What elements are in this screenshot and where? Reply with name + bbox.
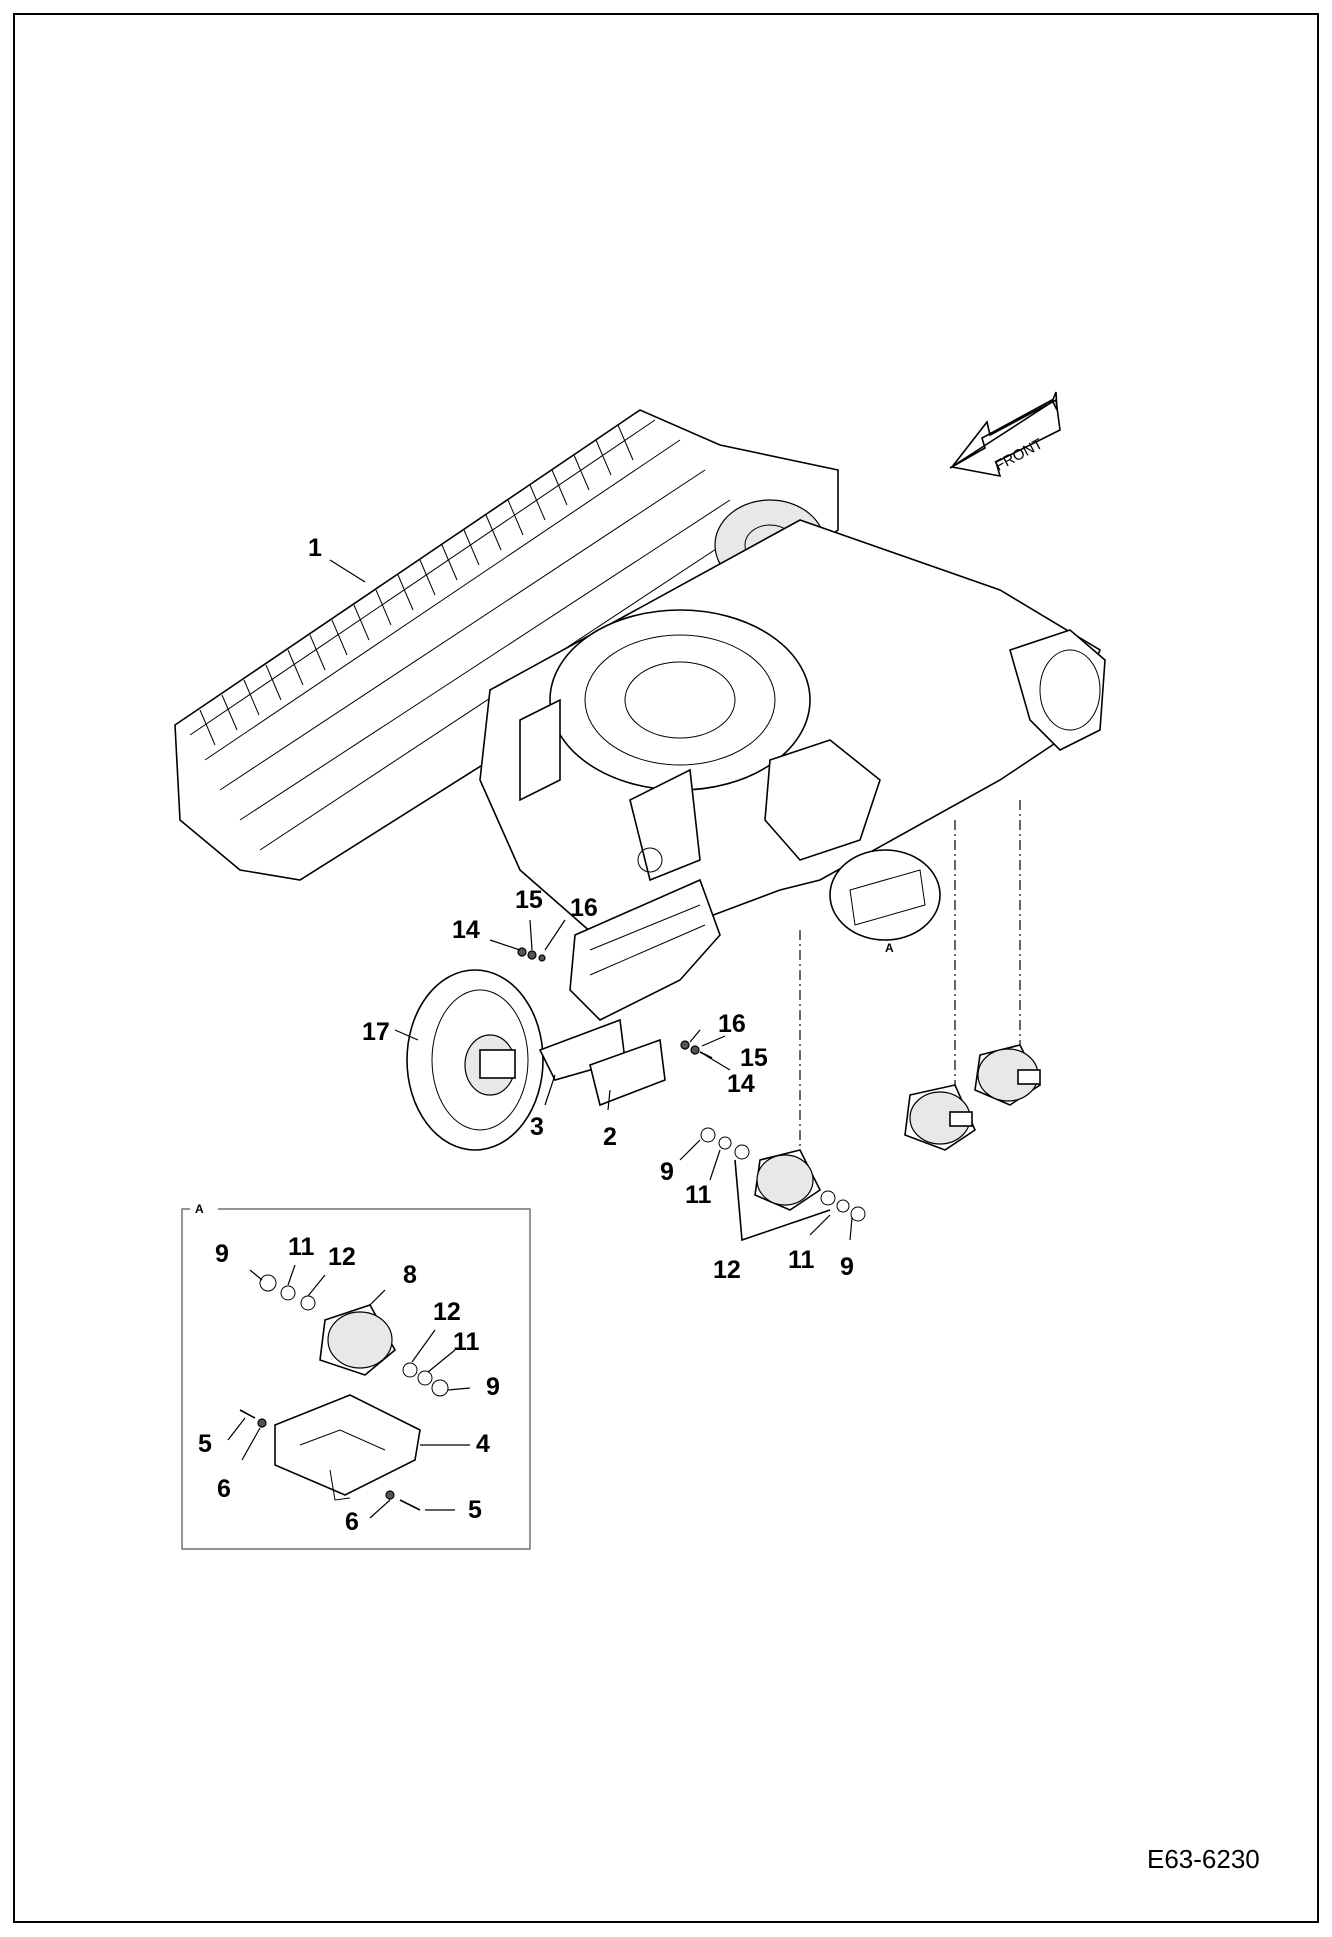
callout-12-detail-right: 12 (433, 1298, 461, 1326)
callout-bracket-12 (734, 1159, 831, 1242)
callout-1: 1 (308, 534, 322, 562)
idler-bolts-upper (517, 947, 546, 962)
front-idler (406, 969, 544, 1151)
callout-11-detail-left: 11 (288, 1233, 315, 1261)
idler-bracket-2 (589, 1038, 666, 1107)
document-number: E63-6230 (1147, 1844, 1260, 1874)
detail-ref-label: A (885, 941, 894, 955)
callout-15-lower: 15 (740, 1044, 768, 1072)
page-border (13, 13, 1319, 1923)
callout-9-main-left: 9 (660, 1158, 674, 1186)
callout-12-main: 12 (713, 1256, 741, 1284)
track-roller-b (904, 1084, 977, 1151)
callout-17: 17 (362, 1018, 390, 1046)
callout-9-detail-right: 9 (486, 1373, 500, 1401)
callout-16-lower: 16 (718, 1010, 746, 1038)
undercarriage-frame: A (479, 519, 1106, 1021)
callout-11-main-left: 11 (685, 1181, 712, 1209)
callout-5-upper: 5 (198, 1430, 212, 1458)
callout-12-detail-left: 12 (328, 1243, 356, 1271)
front-arrow: FRONT (949, 391, 1061, 478)
callouts: 1 15 16 14 17 16 15 14 3 2 9 11 12 11 9 … (198, 534, 854, 1536)
front-label: FRONT (992, 435, 1046, 474)
detail-box-label: A (195, 1202, 204, 1216)
track-roller-c (974, 1044, 1042, 1106)
callout-11-detail-right: 11 (453, 1328, 480, 1356)
callout-16-upper: 16 (570, 894, 598, 922)
callout-3: 3 (530, 1113, 544, 1141)
callout-14-lower: 14 (727, 1070, 755, 1098)
callout-6-upper: 6 (217, 1475, 231, 1503)
track-roller-a (700, 1127, 866, 1222)
callout-15-upper: 15 (515, 886, 543, 914)
callout-8: 8 (403, 1261, 417, 1289)
idler-bolts-lower (680, 1040, 713, 1059)
callout-5-lower: 5 (468, 1496, 482, 1524)
callout-14-upper: 14 (452, 916, 480, 944)
callout-11-main-right: 11 (788, 1246, 815, 1274)
callout-4: 4 (476, 1430, 490, 1458)
callout-9-detail-left: 9 (215, 1240, 229, 1268)
callout-9-main-right: 9 (840, 1253, 854, 1281)
callout-6-lower: 6 (345, 1508, 359, 1536)
callout-2: 2 (603, 1123, 617, 1151)
detail-a-box: A (181, 1200, 531, 1550)
leader-lines (227, 559, 853, 1519)
